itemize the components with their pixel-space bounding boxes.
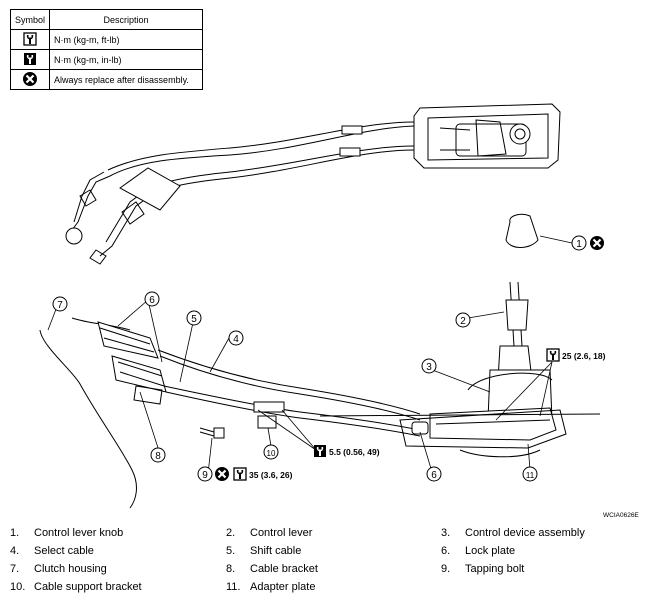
legend-row: N·m (kg-m, ft-lb): [9, 29, 204, 50]
callout-6-bottom: 6: [426, 466, 442, 482]
list-item: 3.Control device assembly: [441, 527, 585, 539]
callout-5: 5: [186, 310, 202, 326]
torque-adapter-plate: 25 (2.6, 18): [562, 351, 606, 361]
symbol-legend-table: Symbol Description N·m (kg-m, ft-lb) N·m…: [9, 9, 204, 90]
torque-wrench-icon: [546, 348, 560, 362]
svg-text:6: 6: [431, 470, 437, 481]
svg-text:1: 1: [576, 239, 582, 250]
callout-8: 8: [150, 447, 166, 463]
torque-wrench-filled-icon: [24, 52, 36, 65]
svg-text:7: 7: [57, 300, 63, 311]
replace-x-icon: [213, 465, 231, 483]
svg-text:8: 8: [155, 451, 161, 462]
callout-6-top: 6: [144, 291, 160, 307]
legend-row: Always replace after disassembly.: [9, 69, 204, 90]
torque-wrench-icon: [233, 467, 247, 481]
replace-x-icon: [588, 234, 606, 252]
callout-3: 3: [421, 358, 437, 374]
list-item: 4.Select cable: [10, 545, 94, 557]
exploded-diagram: 1 2 3 4 5 6 7 8 9 35 (3.6, 26) 10 5.5 (0…: [39, 103, 606, 509]
callout-10: 10: [263, 444, 279, 460]
control-device-lower-view: [39, 213, 601, 509]
legend-row: N·m (kg-m, in-lb): [9, 49, 204, 70]
figure-code: WCIA0626E: [603, 512, 639, 519]
legend-description: N·m (kg-m, ft-lb): [49, 29, 204, 50]
list-item: 5.Shift cable: [226, 545, 302, 557]
svg-text:4: 4: [233, 334, 239, 345]
list-item: 8.Cable bracket: [226, 563, 318, 575]
callout-4: 4: [228, 330, 244, 346]
control-device-upper-view: [65, 103, 561, 265]
legend-header-description: Description: [49, 9, 204, 30]
torque-wrench-filled-icon: [314, 445, 326, 457]
list-item: 10.Cable support bracket: [10, 581, 142, 593]
torque-tapping-bolt: 35 (3.6, 26): [249, 470, 293, 480]
list-item: 7.Clutch housing: [10, 563, 107, 575]
list-item: 11.Adapter plate: [226, 581, 316, 593]
legend-description: Always replace after disassembly.: [49, 69, 204, 90]
torque-wrench-icon: [23, 31, 37, 46]
callout-9: 9: [197, 466, 213, 482]
svg-text:6: 6: [149, 295, 155, 306]
callout-7: 7: [52, 296, 68, 312]
svg-text:10: 10: [267, 449, 276, 458]
svg-text:11: 11: [526, 471, 535, 480]
torque-cable-bracket: 5.5 (0.56, 49): [329, 447, 380, 457]
callout-1: 1: [571, 235, 587, 251]
legend-header-symbol: Symbol: [9, 9, 51, 30]
list-item: 2.Control lever: [226, 527, 313, 539]
callout-2: 2: [455, 312, 471, 328]
list-item: 6.Lock plate: [441, 545, 516, 557]
legend-description: N·m (kg-m, in-lb): [49, 49, 204, 70]
svg-text:2: 2: [460, 316, 466, 327]
svg-text:3: 3: [426, 362, 432, 373]
callout-11: 11: [522, 466, 538, 482]
leader-lines: [47, 235, 573, 475]
list-item: 9.Tapping bolt: [441, 563, 525, 575]
svg-text:5: 5: [191, 314, 197, 325]
replace-x-icon: [21, 70, 39, 87]
svg-text:9: 9: [202, 470, 208, 481]
list-item: 1.Control lever knob: [10, 527, 124, 539]
